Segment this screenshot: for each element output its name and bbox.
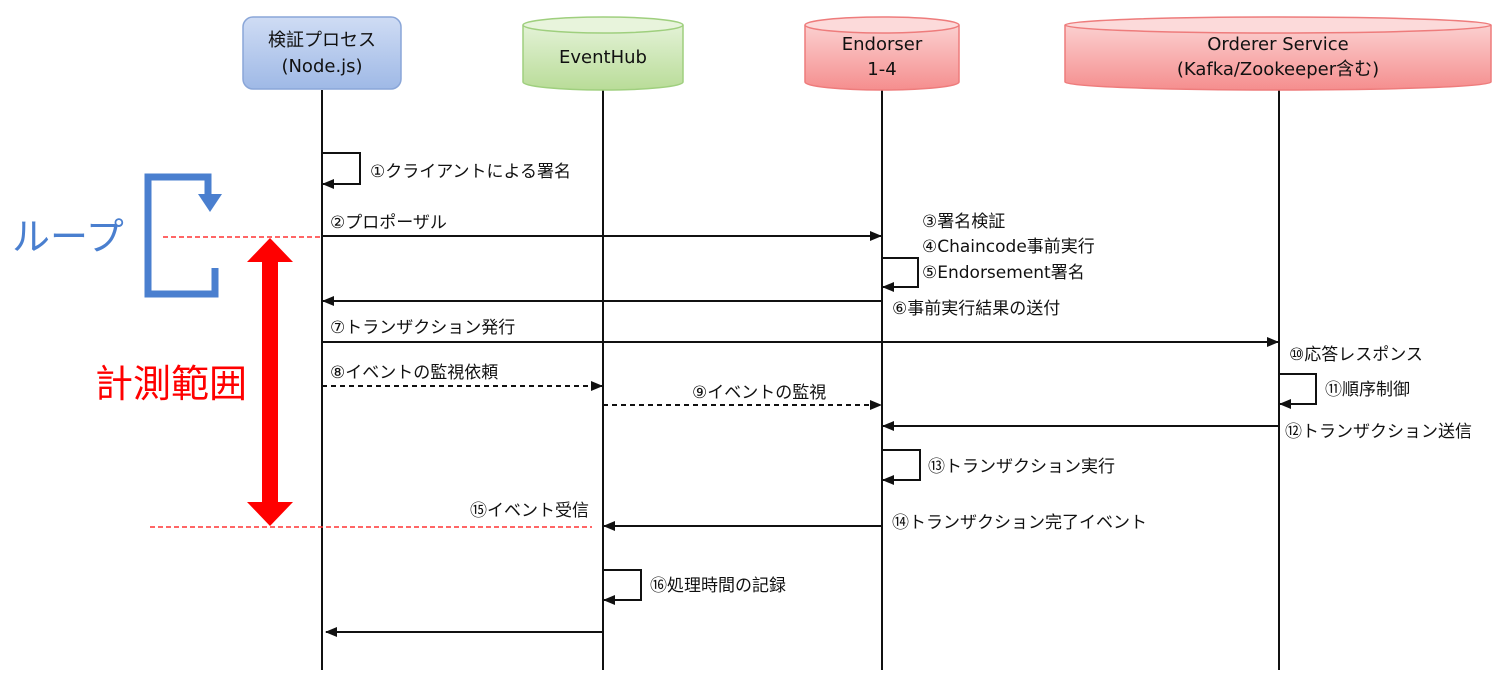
participant-eventhub: EventHub xyxy=(522,16,684,91)
message-10-label: ⑩応答レスポンス xyxy=(1289,345,1423,365)
message-1-label: ①クライアントによる署名 xyxy=(370,162,571,182)
message-9: ⑨イベントの監視 xyxy=(603,383,882,410)
measurement-range-annotation: 計測範囲 xyxy=(95,238,592,528)
message-5: ⑤Endorsement署名 xyxy=(882,257,1085,292)
message-13: ⑬トランザクション実行 xyxy=(882,449,1115,485)
message-14-label: ⑭トランザクション完了イベント xyxy=(892,513,1147,533)
endorser-subtitle: 1-4 xyxy=(867,59,896,80)
message-15-label: ⑮イベント受信 xyxy=(470,501,589,521)
verify-title: 検証プロセス xyxy=(268,30,376,51)
orderer-title: Orderer Service xyxy=(1207,34,1348,55)
message-2: ②プロポーザル xyxy=(322,213,882,241)
message-5-label: ⑤Endorsement署名 xyxy=(922,263,1085,283)
message-8: ⑧イベントの監視依頼 xyxy=(322,363,603,391)
message-11-label: ⑪順序制御 xyxy=(1325,380,1410,400)
measure-up-arrow-icon xyxy=(247,238,293,262)
message-6: ⑥事前実行結果の送付 xyxy=(322,296,1060,319)
message-4-label: ④Chaincode事前実行 xyxy=(922,237,1095,257)
message-11: ⑪順序制御 xyxy=(1279,373,1410,409)
message-1: ①クライアントによる署名 xyxy=(322,152,571,189)
message-16-label: ⑯処理時間の記録 xyxy=(650,576,786,596)
participant-orderer-service: Orderer Service (Kafka/Zookeeper含む) xyxy=(1064,16,1492,91)
message-6-label: ⑥事前実行結果の送付 xyxy=(892,299,1060,319)
orderer-subtitle: (Kafka/Zookeeper含む) xyxy=(1177,59,1379,80)
message-8-label: ⑧イベントの監視依頼 xyxy=(330,363,498,383)
measure-label: 計測範囲 xyxy=(95,362,247,406)
message-12-label: ⑫トランザクション送信 xyxy=(1285,422,1472,442)
message-16: ⑯処理時間の記録 xyxy=(603,569,786,605)
message-13-label: ⑬トランザクション実行 xyxy=(928,457,1115,477)
message-9-label: ⑨イベントの監視 xyxy=(692,383,826,403)
message-7-label: ⑦トランザクション発行 xyxy=(330,318,515,338)
eventhub-title: EventHub xyxy=(559,47,647,68)
loop-annotation: ループ xyxy=(12,173,320,298)
message-7: ⑦トランザクション発行 xyxy=(322,318,1279,347)
endorser-title: Endorser xyxy=(842,34,923,55)
message-3-label: ③署名検証 xyxy=(922,212,1005,232)
loop-arrow-icon xyxy=(198,194,222,212)
participant-verify-process: 検証プロセス (Node.js) xyxy=(242,16,402,90)
message-2-label: ②プロポーザル xyxy=(330,213,447,233)
loop-label: ループ xyxy=(12,215,124,259)
participant-endorser: Endorser 1-4 xyxy=(804,16,960,91)
message-12: ⑫トランザクション送信 xyxy=(882,421,1472,442)
message-14: ⑭トランザクション完了イベント xyxy=(603,513,1147,533)
verify-subtitle: (Node.js) xyxy=(281,56,362,77)
measure-down-arrow-icon xyxy=(247,502,293,526)
